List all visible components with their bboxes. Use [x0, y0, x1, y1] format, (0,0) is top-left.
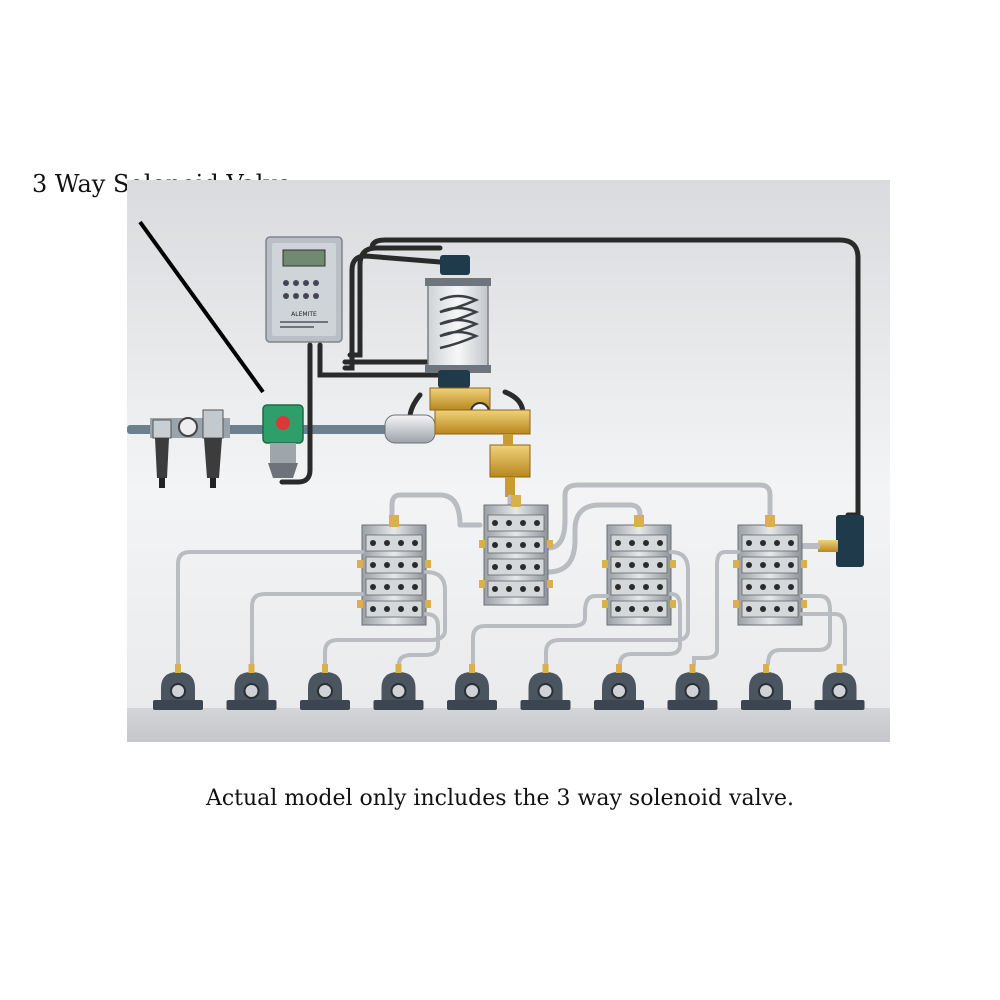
3-way-solenoid-valve [262, 404, 304, 478]
callout-leader-line [138, 220, 265, 394]
divider-valve [479, 495, 553, 606]
feed-line [323, 570, 447, 666]
bearing [667, 664, 718, 710]
divider-valve [733, 515, 807, 626]
floor [127, 708, 890, 742]
bearing [814, 664, 865, 710]
supply-lines [389, 482, 773, 575]
bearing [226, 664, 277, 710]
feed-line [766, 594, 832, 666]
air-filter-regulator [150, 409, 230, 488]
divider-valve [602, 515, 676, 626]
controller-display [282, 249, 326, 267]
caption: Actual model only includes the 3 way sol… [205, 786, 795, 811]
bearings [153, 664, 865, 710]
controller: ALEMITE [265, 236, 343, 343]
bearing [447, 664, 497, 710]
controller-brand: ALEMITE [291, 311, 317, 318]
pressure-switch [800, 515, 864, 567]
feed-line [544, 550, 690, 666]
regulator-gauge [178, 417, 198, 437]
bearing [373, 664, 424, 710]
bearing [520, 664, 571, 710]
feed-line [176, 550, 364, 666]
feed-line [618, 592, 682, 666]
divider-valve [357, 515, 431, 626]
bearing [741, 664, 791, 710]
feed-line [800, 612, 847, 666]
feed-lines [176, 550, 847, 666]
bearing [594, 664, 644, 710]
feed-line [250, 592, 364, 666]
feed-line [692, 550, 740, 666]
bearing [300, 664, 350, 710]
grease-pump-reservoir [425, 255, 531, 497]
air-motor [384, 414, 436, 444]
divider-valves [357, 495, 807, 626]
feed-line [397, 612, 440, 666]
control-hoses [279, 237, 861, 518]
feed-line [471, 594, 609, 666]
bearing [153, 664, 203, 710]
